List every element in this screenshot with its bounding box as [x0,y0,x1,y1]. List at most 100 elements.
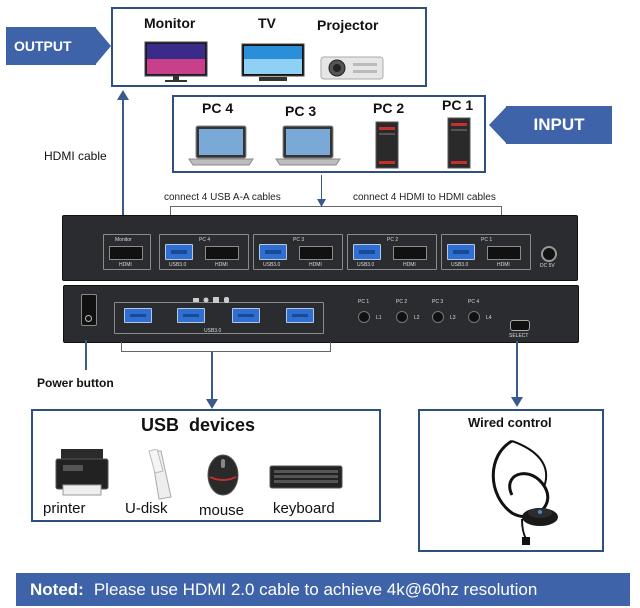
rear-pc1-usb-label: USB3.0 [451,262,469,268]
connect-down-arrow [317,199,326,207]
connect-bracket-right [501,206,502,218]
rear-pc4-hdmi-port[interactable] [205,246,239,260]
rear-monitor-group [103,234,151,270]
rear-pc2-usb-port[interactable] [353,244,381,260]
rear-pc4-group [159,234,249,270]
rear-pc3-usb-port[interactable] [259,244,287,260]
rear-pc2-usb-label: USB3.0 [357,262,375,268]
front-usb-port-1[interactable] [124,308,152,323]
rear-pc4-usb-port[interactable] [165,244,193,260]
front-usb-label: USB3.0 [204,328,222,334]
wired-control-arrow [511,397,523,407]
noted-label: Noted: [30,579,84,599]
rear-pc1-usb-port[interactable] [447,244,475,260]
front-pc2-label: PC 2 [396,299,408,305]
front-pc3-label: PC 3 [432,299,444,305]
front-pc2-button[interactable] [396,311,408,323]
rear-pc4-usb-label: USB3.0 [169,262,187,268]
front-panel: USB3.0 PC 1 L1 PC 2 L2 PC 3 L3 PC 4 L4 S… [63,285,579,343]
hdmi-cable-line [122,98,124,225]
connect-bracket-left [170,206,171,218]
rear-pc2-hdmi-label: HDMI [403,262,416,268]
usb-device-printer-label: printer [43,500,86,517]
usb-devices-box: USB devices printer U-disk mouse keyboar… [31,409,381,522]
dc-power-jack[interactable] [541,246,557,262]
usb-devices-line [211,352,213,403]
usb-bracket-bottom [121,351,331,352]
output-devices-box: Monitor TV Projector [111,7,427,87]
power-button-line [85,340,87,370]
output-tv-label: TV [258,15,276,31]
usb-devices-title: USB devices [141,415,256,435]
wired-control-label: Wired control [468,415,552,430]
rear-monitor-hdmi-port[interactable] [109,246,143,260]
front-led4-label: L4 [486,315,492,321]
front-pc3-button[interactable] [432,311,444,323]
connect-bracket-top [170,206,502,207]
u-disk-icon [148,449,172,500]
rear-pc4-hdmi-label: HDMI [215,262,228,268]
hdmi-cable-label: HDMI cable [44,149,107,163]
rear-pc3-hdmi-label: HDMI [309,262,322,268]
input-tag-label: INPUT [533,115,585,134]
noted-text: Please use HDMI 2.0 cable to achieve 4k@… [93,579,538,599]
tower-pc2-icon [375,121,399,169]
rear-pc2-label: PC 2 [387,237,399,243]
front-usb-port-4[interactable] [286,308,314,323]
rear-monitor-label: Monitor [115,237,132,243]
connect-down-line [321,175,322,203]
input-pc4-label: PC 4 [202,100,234,116]
dc-power-label: DC 5V [540,263,555,269]
power-led-icon [85,315,92,322]
output-tag-label: OUTPUT [14,38,72,54]
rear-pc3-group [253,234,343,270]
front-pc4-label: PC 4 [468,299,480,305]
usb-device-udisk-label: U-disk [125,500,168,517]
output-arrow-head [95,27,111,65]
input-tag: INPUT [506,106,612,144]
rear-pc3-label: PC 3 [293,237,305,243]
rear-pc4-label: PC 4 [199,237,211,243]
projector-icon [320,56,384,80]
power-button-label: Power button [37,376,114,390]
usb-bracket-right [330,342,331,352]
front-pc1-label: PC 1 [358,299,370,305]
tower-pc1-icon [447,117,471,169]
usb-bracket-left [121,342,122,352]
rear-panel: Monitor HDMI PC 4 USB3.0 HDMI PC 3 USB3.… [62,215,578,281]
front-usb-port-2[interactable] [177,308,205,323]
rear-pc1-group [441,234,531,270]
front-pc1-button[interactable] [358,311,370,323]
rear-pc3-usb-label: USB3.0 [263,262,281,268]
input-pc1-label: PC 1 [442,97,474,113]
select-port[interactable] [510,320,530,331]
rear-pc2-hdmi-port[interactable] [393,246,427,260]
rear-pc3-hdmi-port[interactable] [299,246,333,260]
rear-pc1-label: PC 1 [481,237,493,243]
usb-devices-arrow [206,399,218,409]
mouse-icon [207,454,239,496]
input-arrow-head [489,106,507,144]
wired-control-box: Wired control [418,409,604,552]
front-led3-label: L3 [450,315,456,321]
front-pc4-button[interactable] [468,311,480,323]
rear-pc2-group [347,234,437,270]
input-pc3-label: PC 3 [285,103,317,119]
connect-hdmi-label: connect 4 HDMI to HDMI cables [353,192,496,203]
rear-monitor-hdmi-label: HDMI [119,262,132,268]
front-usb-port-3[interactable] [232,308,260,323]
select-label: SELECT [509,333,529,339]
usb-device-keyboard-label: keyboard [273,500,335,517]
tv-icon [241,43,305,81]
laptop-pc3-icon [275,125,341,166]
hdmi-cable-arrow-up [117,90,129,100]
output-monitor-label: Monitor [144,15,196,31]
monitor-icon [144,41,208,82]
output-projector-label: Projector [317,17,379,33]
usb-device-mouse-label: mouse [199,502,245,519]
rear-pc1-hdmi-port[interactable] [487,246,521,260]
front-led1-label: L1 [376,315,382,321]
wired-control-line [516,341,518,401]
keyboard-icon [269,465,343,489]
input-pc2-label: PC 2 [373,100,405,116]
